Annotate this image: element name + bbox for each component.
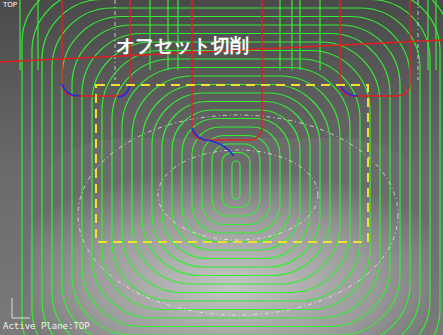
toolpath-pass [427, 0, 428, 70]
toolpath-ring [182, 119, 290, 242]
toolpath-ring [42, 0, 430, 335]
toolpath-ring [92, 42, 380, 318]
toolpath-ring [222, 153, 250, 208]
toolpath-ring [102, 51, 370, 310]
toolpath-ring [152, 93, 320, 267]
toolpath-pass [19, 0, 20, 70]
toolpath-ring [172, 110, 300, 250]
toolpath-ring [22, 0, 443, 335]
tool-outlines [0, 0, 443, 140]
toolpath-pass [167, 0, 168, 70]
view-name: TOP [3, 2, 17, 9]
toolpath-pass [299, 0, 300, 70]
toolpath-ring [72, 25, 400, 335]
toolpath-ring [232, 161, 240, 199]
toolpath-ring [192, 127, 280, 233]
toolpath-pass [435, 0, 436, 70]
toolpath-ring [62, 17, 410, 335]
toolpath-ring [142, 85, 330, 276]
toolpath-ring [212, 144, 260, 216]
status-text: Active Plane:TOP [3, 322, 90, 331]
toolpath-ring [122, 68, 350, 293]
axis-icon [12, 298, 30, 318]
toolpath-pass [177, 0, 178, 70]
toolpath-pass [319, 0, 320, 70]
toolpath-ring [132, 76, 340, 284]
offset-toolpaths [20, 0, 443, 335]
toolpath-ring [162, 102, 310, 259]
toolpath-ring [202, 136, 270, 225]
toolpath-ring [112, 59, 360, 301]
boundary-curves [78, 0, 418, 315]
toolpath-pass [291, 0, 292, 70]
callout-title: オフセット切削 [116, 36, 249, 55]
toolpath-ring [82, 34, 390, 327]
toolpath-pass [149, 0, 150, 70]
toolpath-ring [32, 0, 440, 335]
tool-tips [62, 84, 358, 156]
highlight-box [96, 85, 368, 242]
toolpath-pass [279, 0, 280, 70]
